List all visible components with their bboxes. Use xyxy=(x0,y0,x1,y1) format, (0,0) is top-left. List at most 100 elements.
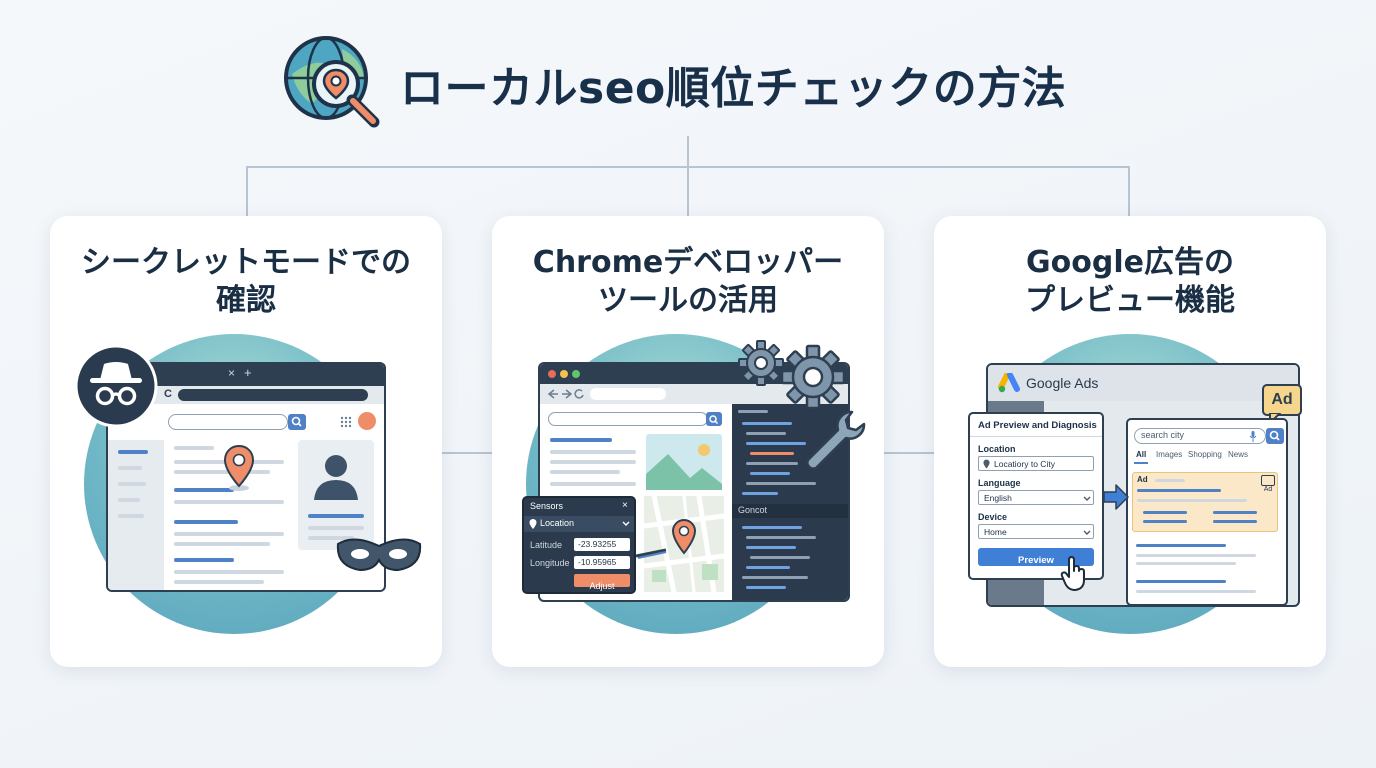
arrow-right-icon xyxy=(1103,484,1129,510)
tab-close-icon[interactable]: × xyxy=(228,366,236,380)
code-line xyxy=(746,462,798,465)
connector-line xyxy=(883,452,935,454)
code-line xyxy=(746,586,786,589)
result-line xyxy=(550,482,636,486)
code-line xyxy=(746,482,816,485)
chevron-down-icon xyxy=(622,521,630,526)
hand-cursor-icon xyxy=(1060,556,1085,591)
ad-preview-title: Ad Preview and Diagnosis xyxy=(978,420,1097,431)
serp-tab-images[interactable]: Images xyxy=(1156,450,1183,459)
close-icon[interactable]: × xyxy=(622,500,628,511)
ad-sitelink xyxy=(1213,511,1257,514)
sidebar-item[interactable] xyxy=(118,482,146,486)
adjust-button[interactable]: Adjust xyxy=(574,574,630,591)
microphone-icon[interactable] xyxy=(1249,431,1257,442)
tab-add-icon[interactable]: + xyxy=(244,365,252,380)
organic-result-line xyxy=(1136,554,1256,557)
result-line xyxy=(174,570,284,574)
person-silhouette-icon xyxy=(314,455,358,500)
code-line xyxy=(746,546,796,549)
location-field[interactable]: Locatiory to City xyxy=(978,456,1094,471)
serp-tab-news[interactable]: News xyxy=(1228,450,1249,459)
pointer-arrow-icon xyxy=(636,548,667,559)
code-line xyxy=(750,452,794,455)
code-line xyxy=(750,556,810,559)
language-select[interactable]: English xyxy=(978,490,1094,505)
latitude-input[interactable]: -23.93255 xyxy=(574,538,630,551)
window-max-dot[interactable] xyxy=(572,370,580,378)
address-bar[interactable] xyxy=(178,389,368,401)
location-pin-icon xyxy=(671,518,697,555)
result-link[interactable] xyxy=(174,488,234,492)
location-label: Location xyxy=(978,444,1016,454)
chevron-down-icon xyxy=(1083,530,1091,535)
window-min-dot[interactable] xyxy=(560,370,568,378)
search-button[interactable] xyxy=(288,414,306,430)
code-line xyxy=(742,526,802,529)
address-bar[interactable] xyxy=(590,388,666,400)
serp-search-button[interactable] xyxy=(1266,428,1284,444)
organic-result-link[interactable] xyxy=(1136,544,1226,547)
connector-line xyxy=(246,166,1130,168)
connector-line xyxy=(1128,166,1130,216)
device-select[interactable]: Home xyxy=(978,524,1094,539)
result-line xyxy=(174,532,284,536)
card-title-line: シークレットモードでの xyxy=(81,245,411,280)
ad-result[interactable]: Ad Ad xyxy=(1132,472,1278,532)
apps-grid-icon[interactable] xyxy=(340,416,352,428)
device-value: Home xyxy=(984,527,1007,537)
organic-result-link[interactable] xyxy=(1136,580,1226,583)
connector-line xyxy=(246,166,248,216)
profile-line xyxy=(308,536,354,540)
ad-sitelink xyxy=(1143,520,1187,523)
code-line xyxy=(742,422,792,425)
profile-line xyxy=(308,514,364,518)
result-link[interactable] xyxy=(550,438,612,442)
search-icon xyxy=(709,415,719,425)
refresh-icon[interactable]: C xyxy=(164,388,172,400)
code-line xyxy=(750,472,790,475)
longitude-input[interactable]: -10.95965 xyxy=(574,556,630,569)
card-title: Google広告の プレビュー機能 xyxy=(934,244,1326,320)
browser-titlebar: × + xyxy=(108,364,384,386)
sidebar-item[interactable] xyxy=(118,450,148,454)
result-link[interactable] xyxy=(174,520,238,524)
serp-tab-all[interactable]: All xyxy=(1136,450,1147,459)
search-input[interactable] xyxy=(548,412,708,426)
search-input[interactable] xyxy=(168,414,288,430)
wrench-icon xyxy=(806,410,866,470)
serp-search-input[interactable]: search city xyxy=(1134,428,1266,444)
card-title-line: Chromeデベロッパー xyxy=(532,245,844,280)
code-line xyxy=(742,492,778,495)
serp-tab-shopping[interactable]: Shopping xyxy=(1188,450,1222,459)
sidebar xyxy=(108,440,164,590)
code-line xyxy=(746,442,806,445)
avatar[interactable] xyxy=(358,412,376,430)
profile-line xyxy=(308,526,364,530)
ads-brand: Google Ads xyxy=(1026,375,1099,391)
gear-icon xyxy=(780,344,846,410)
card-title-line: 確認 xyxy=(216,283,276,318)
card-google-ads: Google広告の プレビュー機能 Google Ads Ad search c… xyxy=(934,216,1326,667)
ad-speech-bubble: Ad xyxy=(1262,384,1302,416)
sidebar-item[interactable] xyxy=(118,498,140,502)
mask-icon xyxy=(336,538,422,572)
window-close-dot[interactable] xyxy=(548,370,556,378)
sensors-panel: Sensors × Location Latitude -23.93255 Lo… xyxy=(522,496,636,594)
location-pin-icon xyxy=(223,444,255,491)
result-link[interactable] xyxy=(174,558,234,562)
code-line xyxy=(746,536,816,539)
longitude-value: -10.95965 xyxy=(578,557,617,567)
map-pin-icon xyxy=(983,459,990,469)
map-pin-icon xyxy=(529,519,537,529)
sidebar-item[interactable] xyxy=(118,514,144,518)
search-icon xyxy=(1269,430,1280,441)
preview-button[interactable]: Preview xyxy=(978,548,1094,566)
search-button[interactable] xyxy=(706,412,722,426)
nav-arrows-icon[interactable] xyxy=(546,388,586,400)
location-dropdown[interactable]: Location xyxy=(524,516,634,532)
serp-preview: search city All Images Shopping News Ad … xyxy=(1126,418,1288,606)
console-label[interactable]: Goncot xyxy=(738,505,768,515)
sidebar-item[interactable] xyxy=(118,466,142,470)
card-title: Chromeデベロッパー ツールの活用 xyxy=(492,244,884,320)
